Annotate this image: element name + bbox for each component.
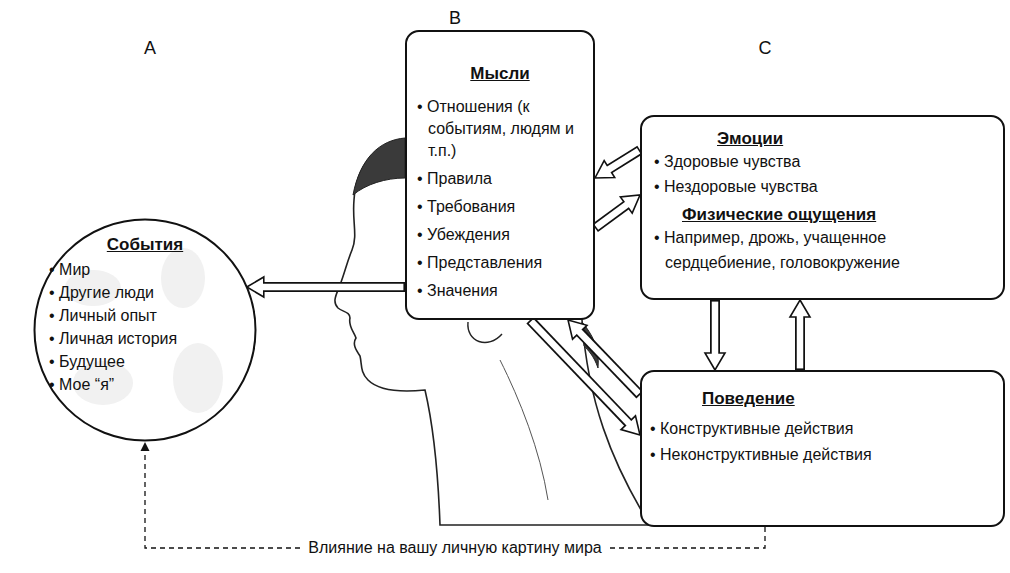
list-item: • Будущее [49, 350, 241, 373]
events-circle: События• Мир• Другие люди• Личный опыт• … [33, 218, 257, 442]
list-item: • Мир [49, 258, 241, 281]
arrowhead [141, 442, 150, 451]
edge-label: Влияние на вашу личную картину мира [303, 539, 606, 557]
heading: Поведение [702, 388, 991, 410]
block-arrow [595, 195, 640, 228]
block-arrow [247, 277, 405, 297]
arrow-shaft-fill [712, 302, 719, 357]
hair [353, 138, 405, 195]
list-item: • Убеждения [417, 224, 583, 246]
arrow-shaft-fill [260, 284, 404, 291]
heading: Эмоции [717, 129, 991, 149]
list-item: • Представления [417, 252, 583, 274]
list-item: • Требования [417, 196, 583, 218]
block-arrow [790, 300, 810, 370]
heading: Физические ощущения [682, 205, 991, 225]
heading: Мысли [417, 62, 583, 86]
block-arrow [705, 300, 725, 370]
list-item: • Здоровые чувства [654, 149, 991, 174]
part-letter: B [449, 8, 461, 29]
thoughts-box: Мысли • Отношения (к событиям, людям и т.… [405, 30, 595, 320]
part-letter: C [759, 38, 772, 59]
list-item: • Например, дрожь, учащенное сердцебиени… [654, 225, 991, 275]
ear [468, 322, 502, 343]
list-item: • Правила [417, 168, 583, 190]
list-item: • Личная история [49, 327, 241, 350]
behavior-box: Поведение • Конструктивные действия• Неко… [640, 370, 1005, 527]
list-item: • Отношения (к событиям, людям и т.п.) [417, 96, 583, 162]
list-item: • Нездоровые чувства [654, 174, 991, 199]
block-arrow [568, 320, 640, 395]
list-item: • Неконструктивные действия [650, 442, 991, 468]
continent-shade [161, 248, 205, 308]
list-item: • Значения [417, 280, 583, 302]
heading: События [49, 234, 241, 256]
globe-circle [35, 220, 256, 441]
list-item: • Конструктивные действия [650, 416, 991, 442]
neck-line [500, 360, 548, 500]
arrow-shaft-fill [606, 151, 639, 171]
emotions-box: Эмоции• Здоровые чувства• Нездоровые чув… [640, 115, 1005, 300]
arrow-shaft-fill [596, 203, 629, 227]
block-arrow [595, 150, 640, 178]
list-item: • Мое “я” [49, 373, 241, 396]
arrow-shaft-fill [797, 313, 804, 368]
part-letter: A [144, 38, 156, 59]
block-arrow [530, 320, 640, 435]
list-item: • Другие люди [49, 281, 241, 304]
arrow-shaft-fill [531, 321, 631, 425]
list-item: • Личный опыт [49, 304, 241, 327]
continent-shade [173, 343, 223, 413]
